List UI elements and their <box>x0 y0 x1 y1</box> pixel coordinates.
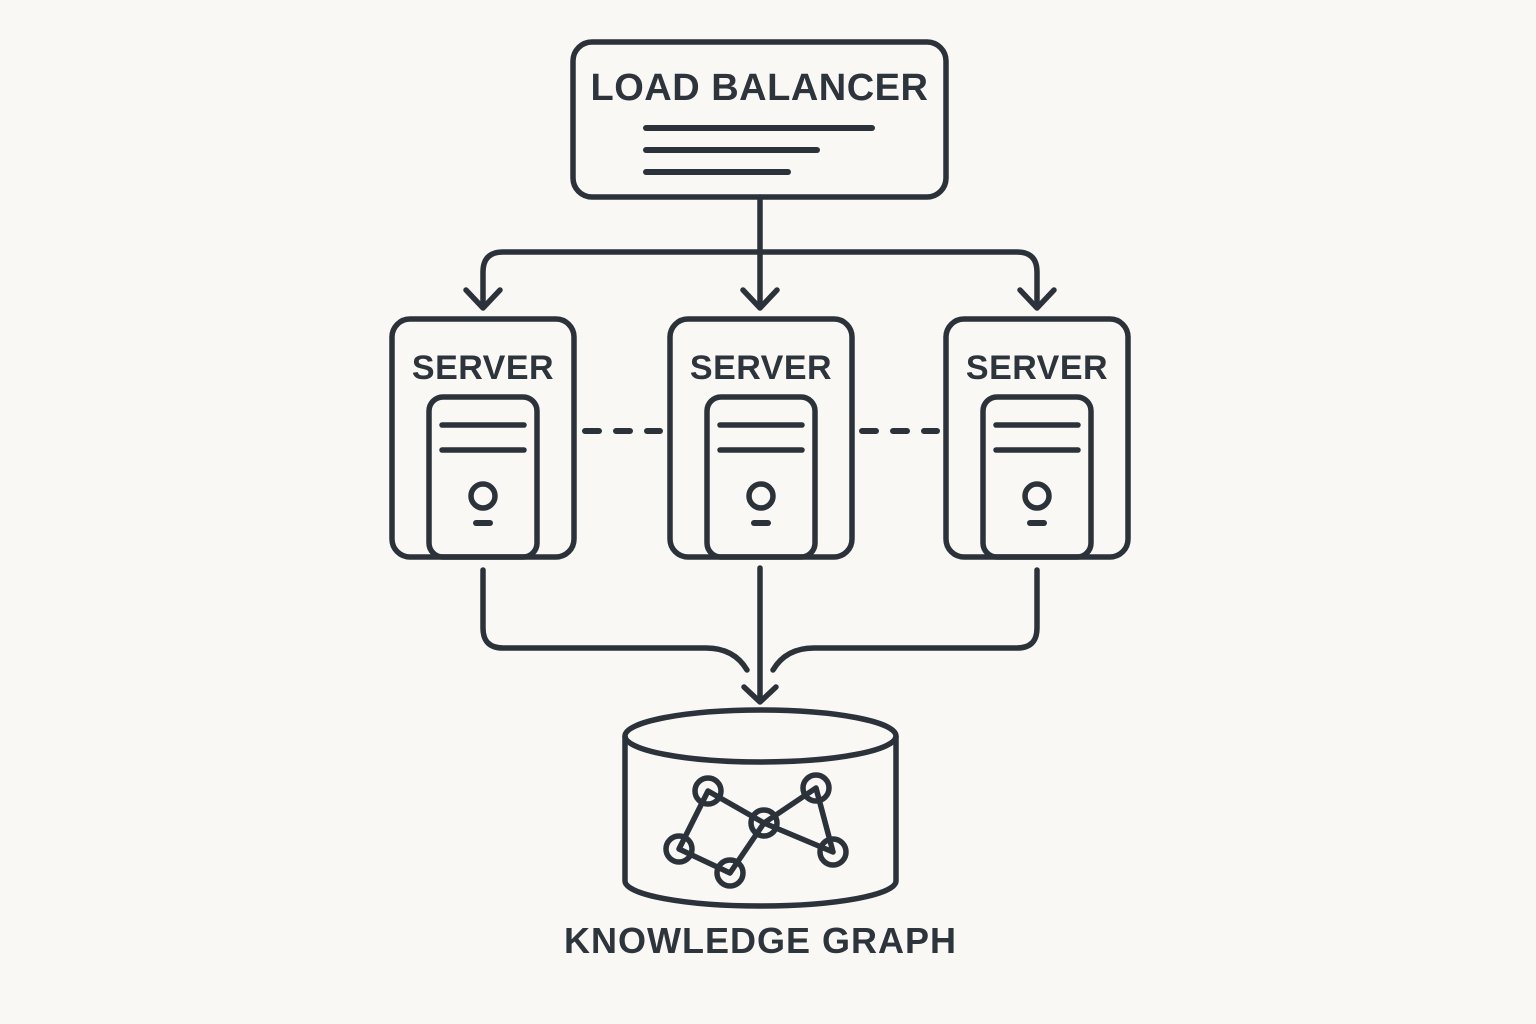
connector-load-balancer-to-servers <box>463 194 1057 311</box>
server-tower-icon <box>704 394 818 560</box>
graph-node <box>800 772 832 804</box>
arrowhead-down-icon <box>740 287 780 311</box>
power-button-icon <box>468 481 498 511</box>
arrowhead-down-icon <box>463 287 503 311</box>
server-tower-icon <box>980 394 1094 560</box>
network-graph-icon <box>663 772 849 889</box>
arrowhead-down-icon <box>741 684 779 705</box>
power-button-icon <box>1022 481 1052 511</box>
graph-node <box>714 857 746 889</box>
knowledge-graph-label: KNOWLEDGE GRAPH <box>564 920 957 961</box>
connector-merge-right <box>770 567 1040 673</box>
database-cylinder-icon <box>622 707 899 909</box>
connector-branch-right <box>757 249 1040 310</box>
server-node-2: SERVER <box>667 316 855 560</box>
server-label: SERVER <box>966 349 1108 387</box>
server-label: SERVER <box>690 349 832 387</box>
cylinder-body <box>622 736 899 909</box>
graph-node <box>692 775 724 807</box>
graph-edges <box>676 785 836 876</box>
cylinder-top <box>622 707 899 765</box>
server-node-1: SERVER <box>389 316 577 560</box>
knowledge-graph-node: KNOWLEDGE GRAPH <box>564 707 957 961</box>
text-lines-icon <box>643 125 875 175</box>
server-label: SERVER <box>412 349 554 387</box>
connector-servers-to-database <box>480 565 1040 705</box>
load-balancer-label: LOAD BALANCER <box>591 67 929 109</box>
server-tower-icon <box>426 394 540 560</box>
power-button-icon <box>746 481 776 511</box>
connector-branch-left <box>480 249 763 310</box>
graph-node <box>817 836 849 868</box>
graph-node <box>748 807 780 839</box>
server-node-3: SERVER <box>943 316 1131 560</box>
graph-node <box>663 833 695 865</box>
load-balancer-node: LOAD BALANCER <box>570 39 949 200</box>
connector-merge-left <box>480 567 750 673</box>
arrowhead-down-icon <box>1017 287 1057 311</box>
